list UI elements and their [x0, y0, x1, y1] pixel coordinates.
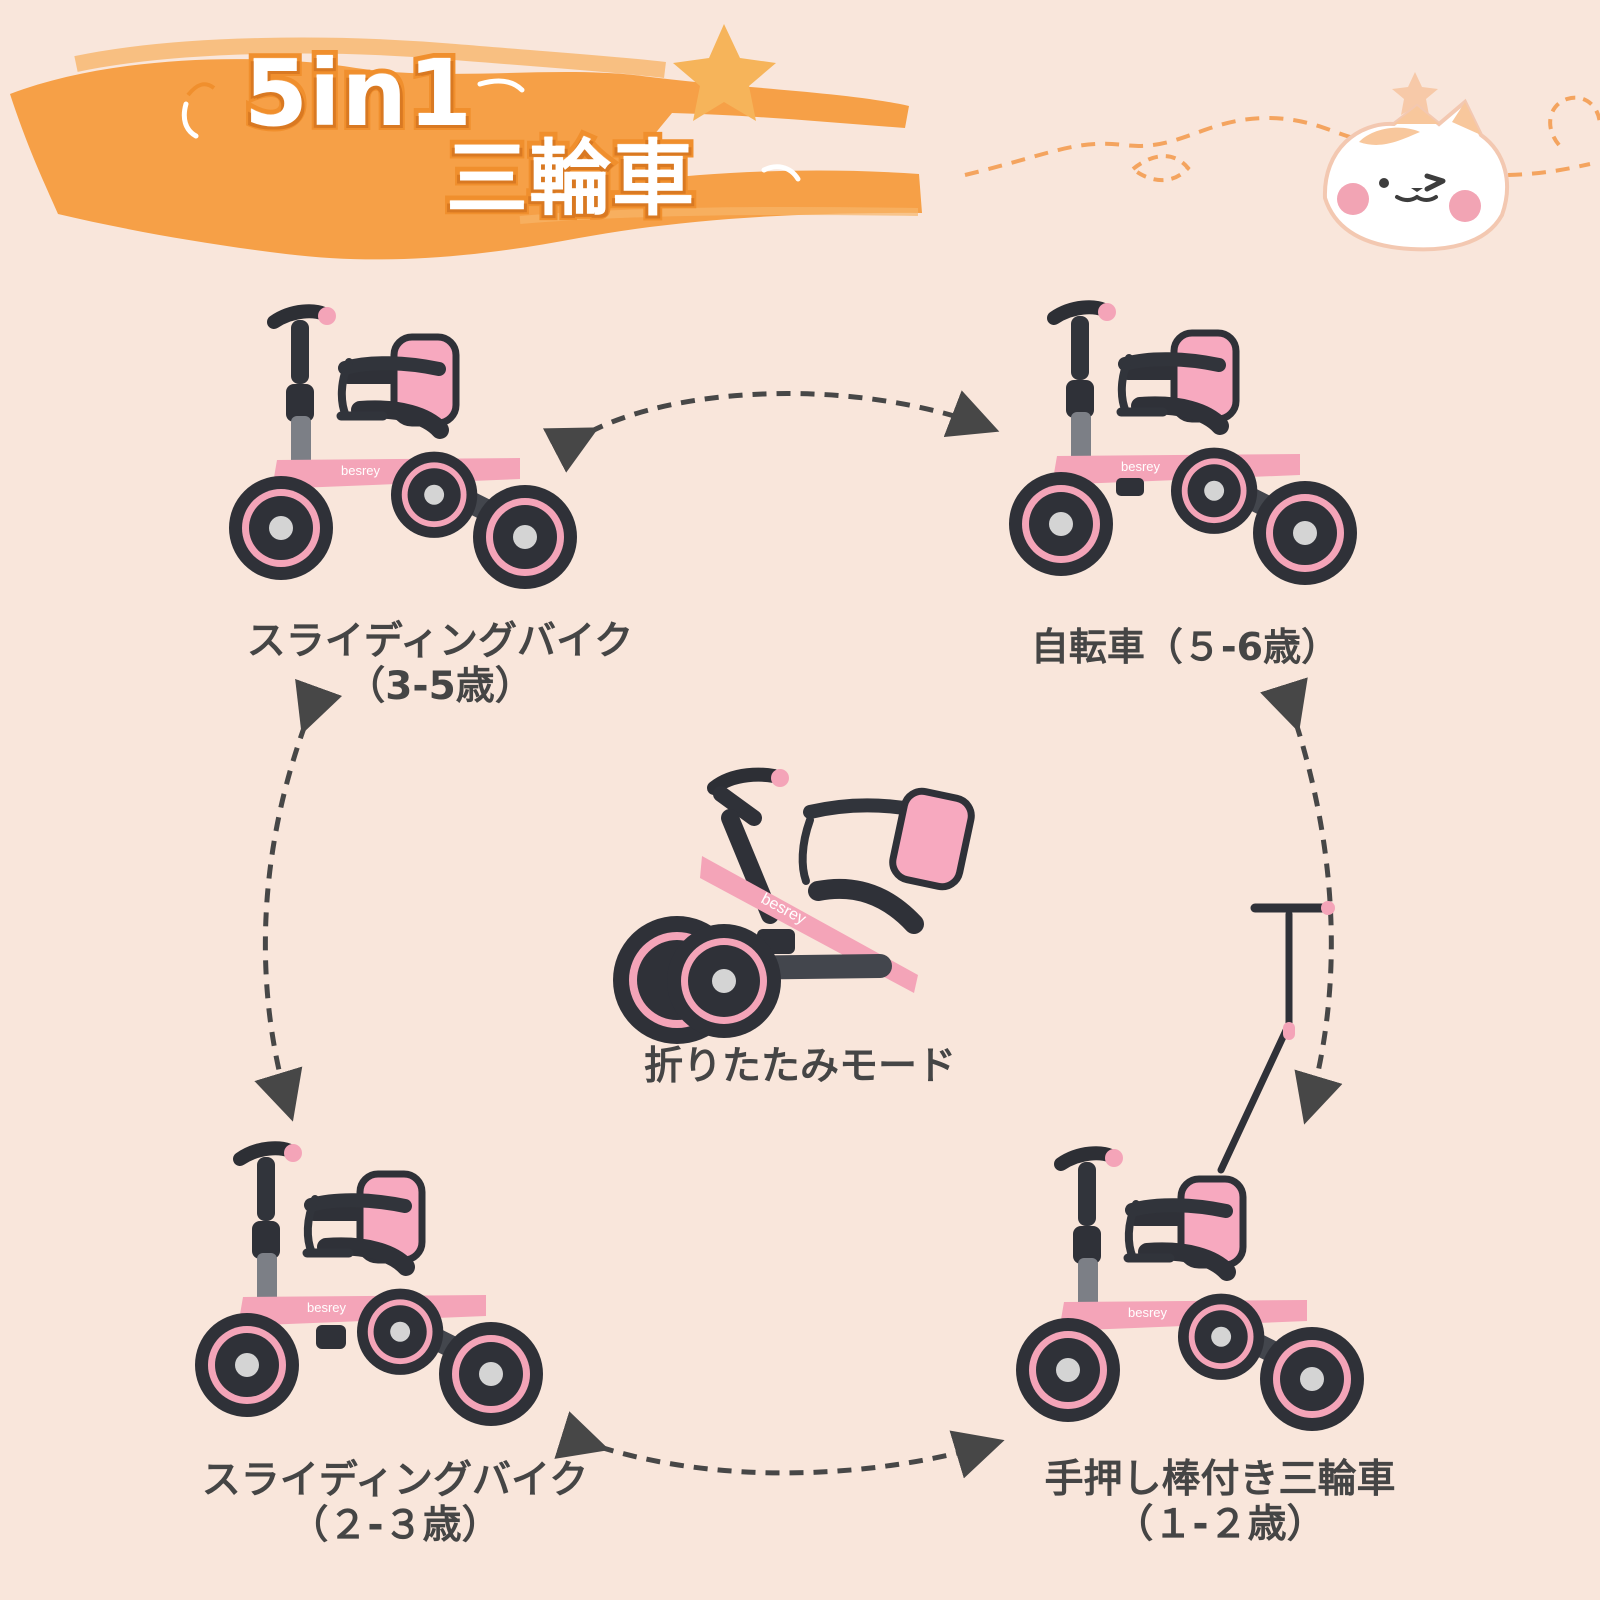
mode-label-top-right: 自転車（５-6歳）	[1005, 625, 1365, 670]
product-image-top-left	[229, 307, 577, 589]
product-image-folded: besrey	[613, 767, 975, 1044]
mode-label-bottom-left-line-2: （２-３歳）	[289, 1502, 501, 1548]
title-line-2: 三輪車	[441, 132, 699, 227]
mode-label-top-left: スライディングバイク （3-5歳）	[210, 619, 670, 710]
cat-face-icon	[1322, 98, 1510, 252]
mode-label-bottom-left-line-1: スライディングバイク	[201, 1458, 589, 1503]
product-image-bottom-left	[195, 1144, 543, 1426]
product-image-top-right	[1009, 303, 1357, 585]
mode-label-center: 折りたたみモード	[610, 1044, 990, 1090]
mode-label-bottom-right-line-1: 手押し棒付き三輪車	[1044, 1457, 1396, 1502]
mode-label-top-left-line-1: スライディングバイク	[246, 619, 634, 664]
star-icon	[673, 24, 1438, 121]
mode-label-top-left-line-2: （3-5歳）	[346, 663, 534, 709]
page-title: 5in1 三輪車	[0, 0, 980, 300]
title-line-1: 5in1	[239, 40, 477, 147]
title-banner	[10, 37, 922, 260]
mode-label-bottom-left: スライディングバイク （２-３歳）	[165, 1458, 625, 1549]
mode-label-top-right-line-1: 自転車（５-6歳）	[1030, 625, 1340, 669]
product-image-bottom-right	[1016, 901, 1364, 1431]
mode-label-bottom-right-line-2: （１-２歳）	[1114, 1501, 1326, 1547]
double-arrow-icon	[254, 390, 1343, 1479]
mode-label-bottom-right: 手押し棒付き三輪車 （１-２歳）	[1010, 1457, 1430, 1548]
mode-label-center-line-1: 折りたたみモード	[643, 1044, 956, 1089]
